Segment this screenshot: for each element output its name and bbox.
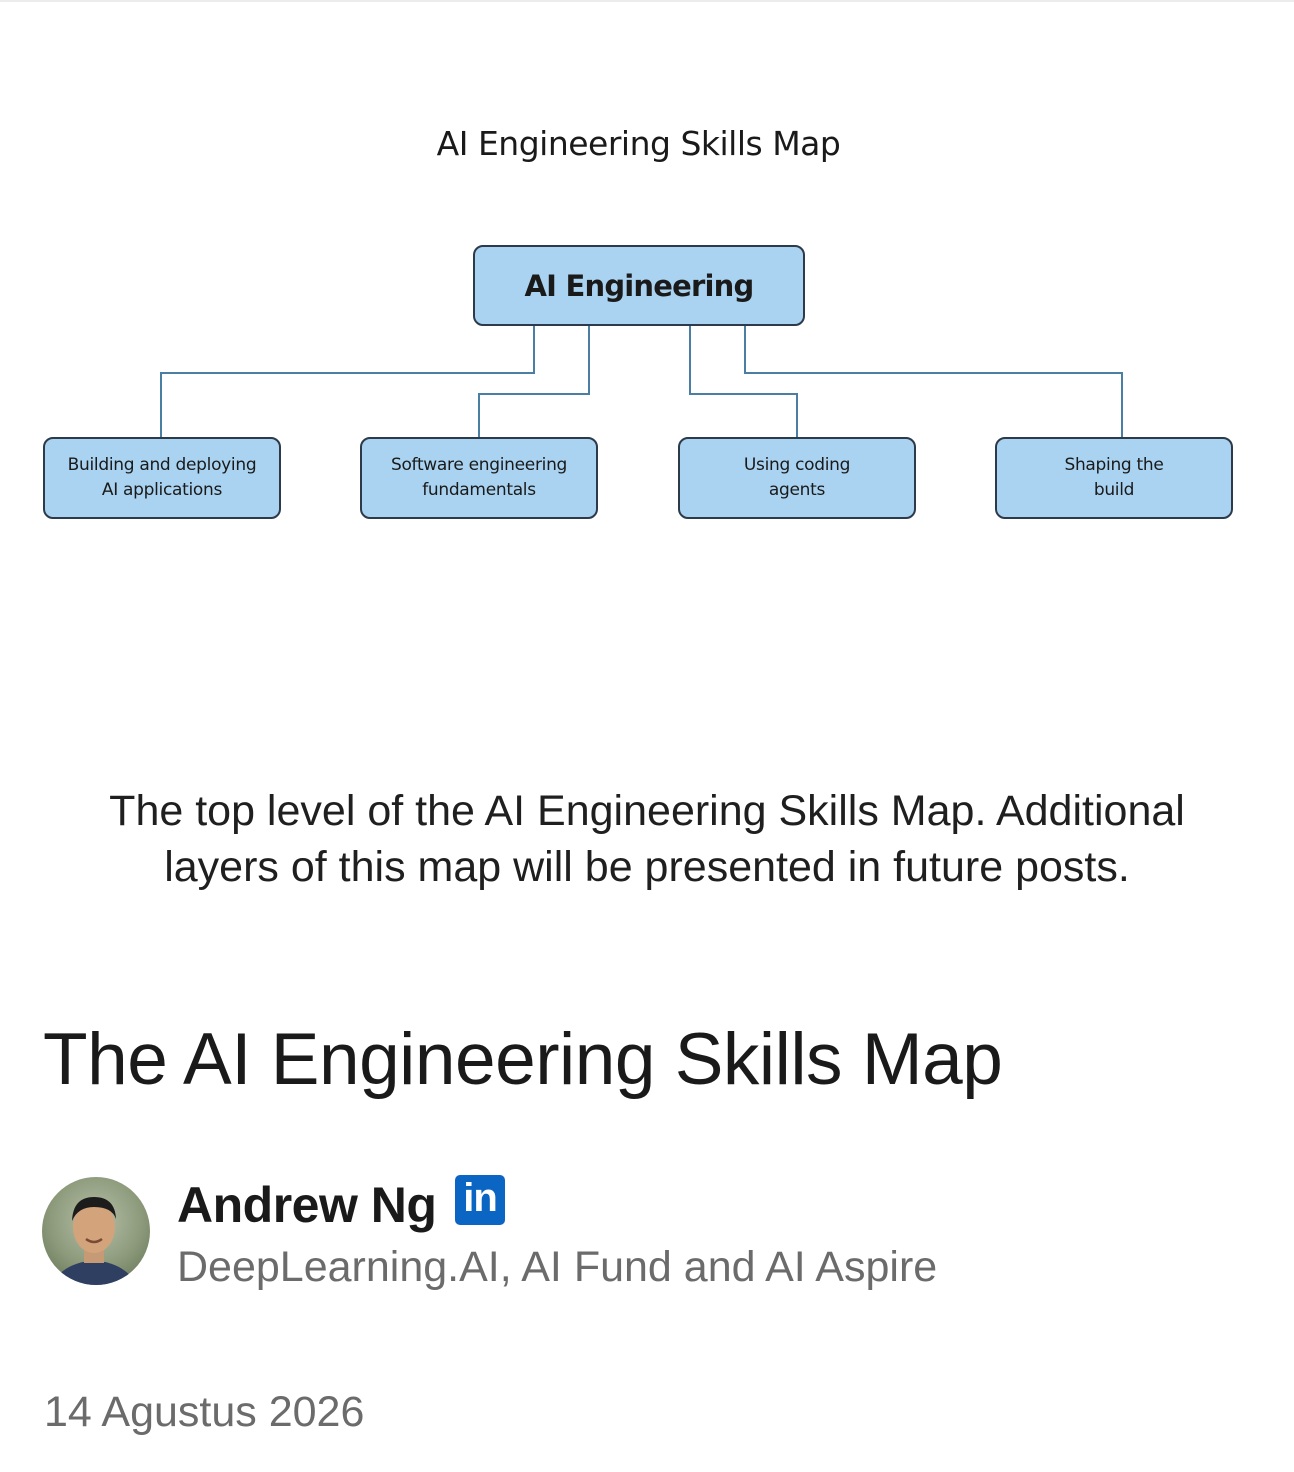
node-label-line: Using coding: [743, 455, 851, 475]
connector-software: [478, 326, 590, 437]
node-label-line: AI applications: [101, 480, 223, 500]
post-date: 14 Agustus 2026: [44, 1388, 365, 1436]
top-divider: [0, 0, 1294, 2]
diagram-node-shaping-build: Shaping the build: [995, 437, 1233, 519]
article-title: The AI Engineering Skills Map: [43, 1019, 1003, 1100]
caption-line: The top level of the AI Engineering Skil…: [109, 787, 1185, 835]
diagram-root-node: AI Engineering: [473, 245, 805, 326]
diagram-connectors: [160, 326, 1123, 437]
node-label-line: agents: [768, 480, 826, 500]
diagram-node-coding-agents: Using coding agents: [678, 437, 916, 519]
connector-building: [160, 326, 535, 437]
node-label-line: fundamentals: [422, 480, 536, 500]
node-label-line: Software engineering: [390, 455, 568, 475]
diagram-node-building-deploying: Building and deploying AI applications: [43, 437, 281, 519]
node-label-line: build: [1093, 480, 1135, 500]
linkedin-icon[interactable]: in: [455, 1175, 505, 1225]
author-name[interactable]: Andrew Ng: [177, 1177, 437, 1233]
image-caption: The top level of the AI Engineering Skil…: [30, 783, 1264, 895]
caption-line: layers of this map will be presented in …: [164, 843, 1130, 891]
diagram-node-software-engineering: Software engineering fundamentals: [360, 437, 598, 519]
node-label-line: Building and deploying: [67, 455, 257, 475]
avatar-portrait-icon: [51, 1197, 137, 1285]
node-label-line: Shaping the: [1064, 455, 1164, 475]
author-organization: DeepLearning.AI, AI Fund and AI Aspire: [177, 1243, 938, 1291]
connector-coding: [689, 326, 798, 437]
diagram-title: AI Engineering Skills Map: [436, 124, 841, 163]
connector-shaping: [744, 326, 1123, 437]
author-avatar[interactable]: [42, 1177, 150, 1285]
